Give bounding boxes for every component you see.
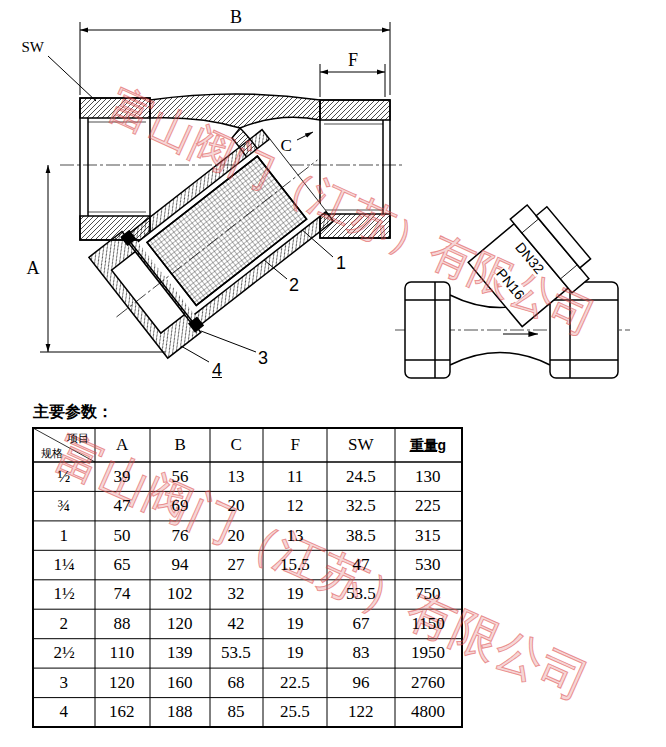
table-cell: 13	[287, 526, 304, 546]
table-cell: 22.5	[280, 673, 310, 693]
dimension-label: SW	[22, 39, 45, 56]
table-cell: 32.5	[346, 496, 376, 516]
watermark: 富山阀门（江苏）有限公司	[101, 79, 602, 344]
dimension-label: B	[230, 7, 242, 28]
table-cell: 32	[228, 584, 245, 604]
table-header: F	[291, 435, 300, 455]
table-cell: 53.5	[346, 584, 376, 604]
table-cell: 76	[172, 526, 189, 546]
table-cell: 1¼	[54, 555, 75, 575]
table-cell: 120	[109, 673, 135, 693]
table-cell: 1150	[412, 614, 445, 634]
table-cell: 20	[228, 526, 245, 546]
table-cell: 15.5	[280, 555, 310, 575]
table-cell: 94	[172, 555, 189, 575]
callout-number: 3	[258, 348, 268, 369]
table-cell: 530	[415, 555, 441, 575]
table-cell: 27	[228, 555, 245, 575]
table-cell: 19	[287, 614, 304, 634]
table-header: 规格	[41, 447, 63, 460]
table-cell: 19	[287, 643, 304, 663]
table-cell: 38.5	[346, 526, 376, 546]
table-header: C	[231, 435, 242, 455]
dimension-label: F	[348, 50, 358, 71]
table-cell: 120	[167, 614, 193, 634]
table-cell: 130	[415, 467, 441, 487]
table-cell: 88	[114, 614, 131, 634]
table-cell: 122	[348, 702, 374, 722]
table-cell: 110	[110, 643, 135, 663]
table-cell: 162	[109, 702, 135, 722]
table-cell: 139	[167, 643, 193, 663]
table-cell: 11	[287, 467, 303, 487]
table-cell: 3	[60, 673, 69, 693]
table-cell: 50	[114, 526, 131, 546]
table-cell: 47	[114, 496, 131, 516]
table-cell: 188	[167, 702, 193, 722]
table-cell: 67	[353, 614, 370, 634]
callout-number: 2	[289, 275, 299, 296]
table-cell: 4800	[411, 702, 445, 722]
table-cell: 13	[228, 467, 245, 487]
table-cell: 74	[114, 584, 131, 604]
table-cell: 47	[353, 555, 370, 575]
table-cell: 12	[287, 496, 304, 516]
table-cell: 83	[353, 643, 370, 663]
table-cell: 69	[172, 496, 189, 516]
table-cell: 160	[167, 673, 193, 693]
dimension-label: A	[27, 258, 40, 279]
table-cell: 39	[114, 467, 131, 487]
table-cell: 68	[228, 673, 245, 693]
table-cell: 56	[172, 467, 189, 487]
table-cell: 96	[353, 673, 370, 693]
table-cell: 1½	[54, 584, 75, 604]
table-heading: 主要参数：	[33, 403, 113, 421]
callout-number: 4	[212, 360, 222, 381]
table-cell: 20	[228, 496, 245, 516]
table-cell: 2	[60, 614, 69, 634]
table-cell: 2760	[411, 673, 445, 693]
table-cell: ½	[58, 467, 71, 487]
table-cell: 750	[415, 584, 441, 604]
table-cell: 25.5	[280, 702, 310, 722]
table-cell: 24.5	[346, 467, 376, 487]
table-cell: 225	[415, 496, 441, 516]
table-header: A	[116, 435, 128, 455]
table-cell: 85	[228, 702, 245, 722]
table-header: B	[175, 435, 186, 455]
callout-number: 1	[336, 253, 346, 274]
table-cell: 65	[114, 555, 131, 575]
table-header: 重量g	[410, 437, 447, 453]
table-cell: 102	[167, 584, 193, 604]
dimension-label: C	[281, 136, 292, 156]
table-cell: ¾	[58, 496, 71, 516]
table-cell: 4	[60, 702, 69, 722]
table-cell: 42	[228, 614, 245, 634]
table-cell: 2½	[54, 643, 75, 663]
table-header: SW	[348, 435, 374, 455]
table-header: 项目	[67, 432, 89, 445]
table-cell: 1950	[411, 643, 445, 663]
table-cell: 1	[60, 526, 69, 546]
table-cell: 53.5	[221, 643, 251, 663]
table-cell: 315	[415, 526, 441, 546]
table-cell: 19	[287, 584, 304, 604]
